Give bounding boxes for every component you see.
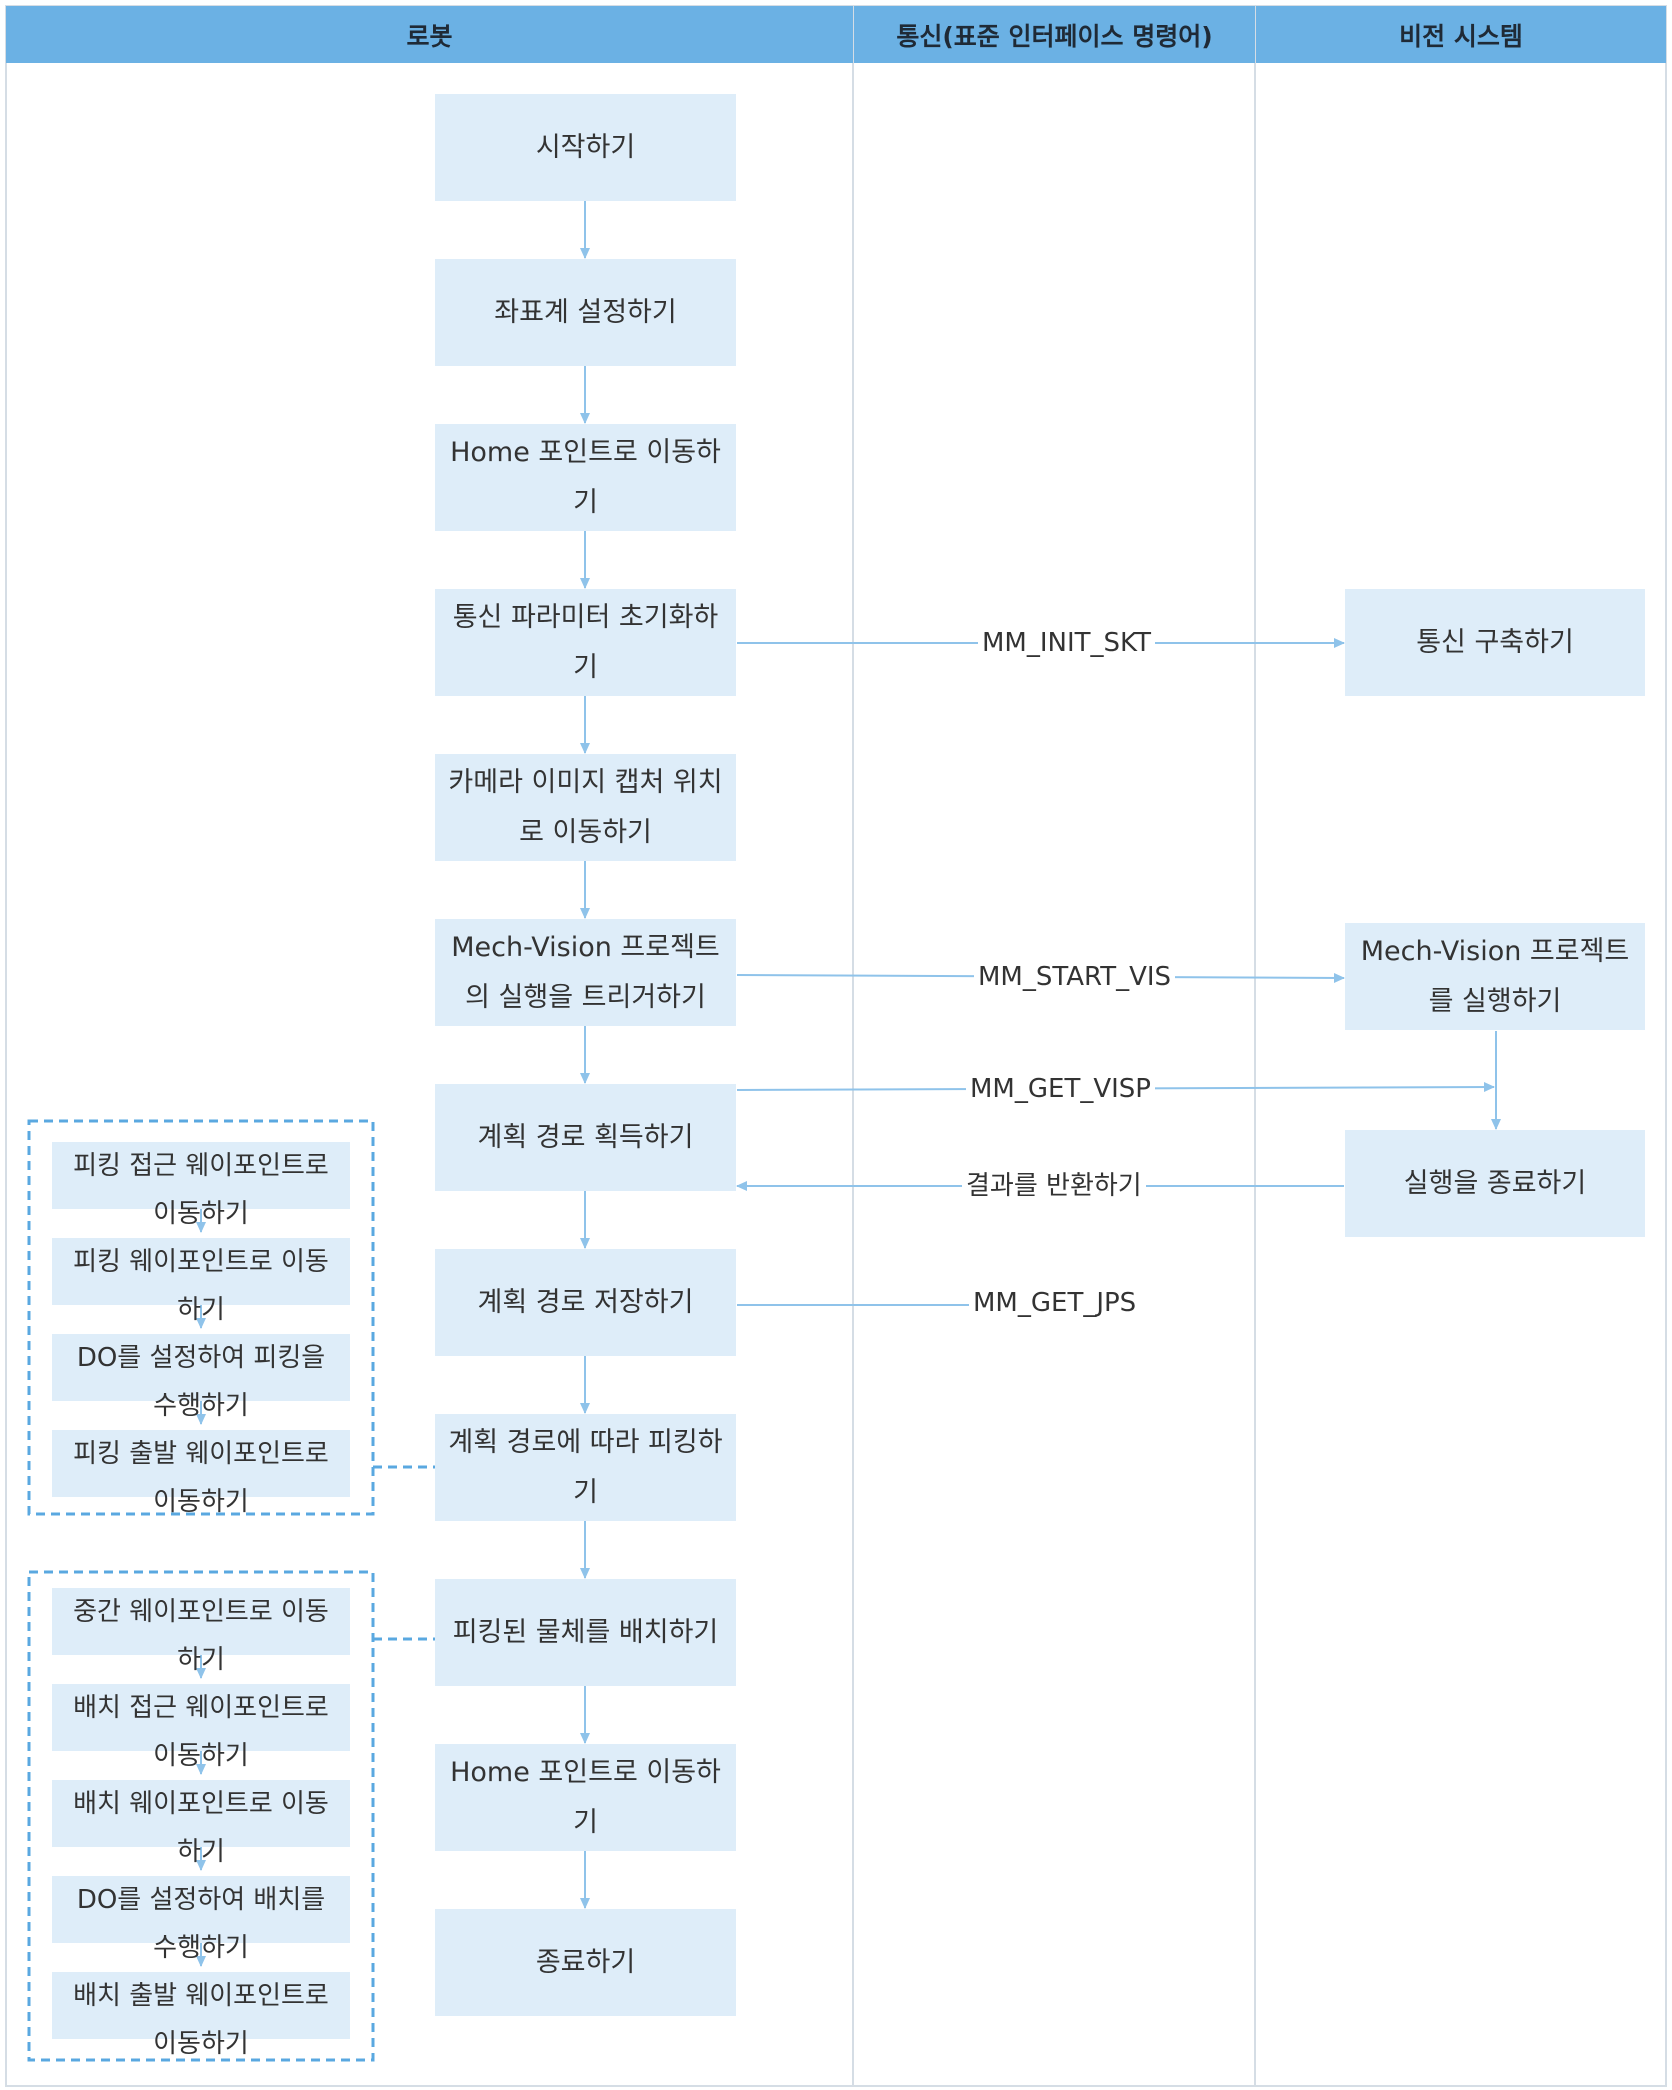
step-get-planned-path: 계획 경로 획득하기	[435, 1084, 736, 1191]
sub-pick-set-do-line2: 수행하기	[153, 1391, 249, 1421]
header-communication: 통신(표준 인터페이스 명령어)	[854, 6, 1255, 63]
step-pick-along-path-line2: 기	[573, 1476, 598, 1508]
step-trigger-project-line1: Mech-Vision 프로젝트	[451, 931, 720, 963]
sub-place-depart-line1: 배치 출발 웨이포인트로	[73, 1981, 329, 2011]
sub-place-waypoint-line2: 하기	[177, 1837, 225, 1867]
sub-pick-set-do-line1: DO를 설정하여 피킹을	[76, 1343, 326, 1373]
step-set-coordinate-system: 좌표계 설정하기	[435, 259, 736, 366]
step-start: 시작하기	[435, 94, 736, 201]
step-get-planned-path-label: 계획 경로 획득하기	[477, 1121, 694, 1153]
vision-build-comm-label: 통신 구축하기	[1416, 626, 1574, 658]
step-end-label: 종료하기	[535, 1946, 636, 1978]
placing-subgroup-frame	[27, 1570, 375, 2062]
sub-pick-depart-line1: 피킹 출발 웨이포인트로	[73, 1439, 329, 1469]
step-move-capture-position-line1: 카메라 이미지 캡처 위치	[448, 766, 723, 798]
sub-pick-waypoint-line1: 피킹 웨이포인트로 이동	[73, 1247, 329, 1277]
vision-run-project-line1: Mech-Vision 프로젝트	[1360, 935, 1630, 967]
step-set-coordinate-system-label: 좌표계 설정하기	[494, 296, 677, 328]
sub-pick-depart-line2: 이동하기	[153, 1487, 249, 1517]
dashed-groups	[27, 1119, 435, 2062]
step-init-comm-params-line2: 기	[573, 651, 598, 683]
header-robot: 로봇	[6, 6, 853, 63]
sub-place-approach-line2: 이동하기	[153, 1741, 249, 1771]
sub-place-intermediate-line1: 중간 웨이포인트로 이동	[73, 1597, 329, 1627]
step-place-picked-object-label: 피킹된 물체를 배치하기	[452, 1616, 719, 1648]
step-save-planned-path-label: 계획 경로 저장하기	[477, 1286, 694, 1318]
flow-arrows	[196, 201, 1501, 1967]
step-end: 종료하기	[435, 1909, 736, 2016]
step-pick-along-path-line1: 계획 경로에 따라 피킹하	[448, 1426, 723, 1458]
cmd-return-result: 결과를 반환하기	[962, 1169, 1146, 1203]
cmd-start-vis: MM_START_VIS	[974, 960, 1176, 994]
cmd-get-visp: MM_GET_VISP	[966, 1072, 1155, 1106]
sub-place-intermediate-line2: 하기	[177, 1645, 225, 1675]
sub-place-set-do-line1: DO를 설정하여 배치를	[76, 1885, 326, 1915]
step-move-capture-position-line2: 로 이동하기	[519, 816, 652, 848]
sub-place-waypoint-line1: 배치 웨이포인트로 이동	[73, 1789, 329, 1819]
step-place-picked-object: 피킹된 물체를 배치하기	[435, 1579, 736, 1686]
vision-finish-run-label: 실행을 종료하기	[1403, 1167, 1587, 1199]
step-start-label: 시작하기	[535, 131, 636, 163]
vision-build-comm: 통신 구축하기	[1345, 589, 1645, 696]
sub-place-set-do-line2: 수행하기	[153, 1933, 249, 1963]
step-move-home-2-line2: 기	[573, 1806, 598, 1838]
step-save-planned-path: 계획 경로 저장하기	[435, 1249, 736, 1356]
step-init-comm-params-line1: 통신 파라미터 초기화하	[452, 601, 719, 633]
cmd-init-skt: MM_INIT_SKT	[978, 626, 1155, 660]
sub-place-approach-line1: 배치 접근 웨이포인트로	[73, 1693, 329, 1723]
sub-pick-waypoint-line2: 하기	[177, 1295, 225, 1325]
sub-pick-approach-line1: 피킹 접근 웨이포인트로	[73, 1151, 329, 1181]
step-move-home-1-line1: Home 포인트로 이동하	[450, 436, 721, 468]
picking-subgroup-frame	[27, 1119, 375, 1516]
sub-pick-approach-line2: 이동하기	[153, 1199, 249, 1229]
step-move-home-2-line1: Home 포인트로 이동하	[450, 1756, 721, 1788]
header-vision: 비전 시스템	[1256, 6, 1666, 63]
cmd-get-jps: MM_GET_JPS	[969, 1286, 1141, 1320]
sub-place-depart-line2: 이동하기	[153, 2029, 249, 2059]
step-trigger-project-line2: 의 실행을 트리거하기	[465, 981, 706, 1013]
step-move-home-1-line2: 기	[573, 486, 598, 518]
vision-finish-run: 실행을 종료하기	[1345, 1130, 1645, 1237]
vision-run-project-line2: 를 실행하기	[1428, 985, 1562, 1017]
